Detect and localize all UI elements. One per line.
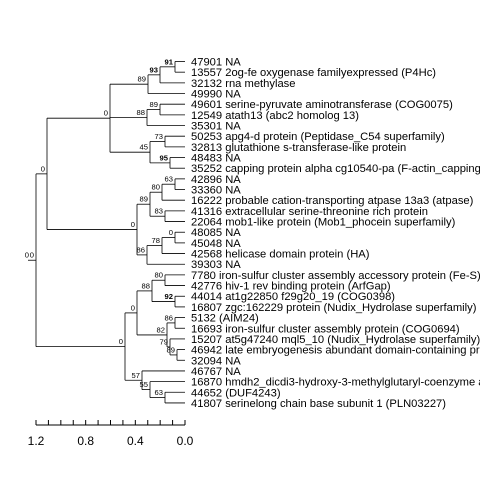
support-value: 55 [140,380,148,389]
leaf-label: 33360 NA [191,185,241,197]
leaf-label: 46942 late embryogenesis abundant domain… [191,345,480,357]
support-value: 91 [165,57,174,66]
leaf-label: 16222 probable cation-transporting atpas… [191,195,474,207]
leaf-label: 49601 serine-pyruvate aminotransferase (… [191,99,453,111]
leaf-label: 42896 NA [191,174,241,186]
leaf-label: 41807 serinelong chain base subunit 1 (P… [191,398,446,410]
leaf-label: 7780 iron-sulfur cluster assembly access… [191,270,480,282]
support-value: 89 [150,100,158,109]
leaf-label: 47901 NA [191,57,241,69]
leaf-label: 16807 zgc:162229 protein (Nudix_Hydrolas… [191,302,477,314]
axis-tick-label: 0.4 [127,434,144,448]
support-value: 0 [131,303,135,312]
leaf-label: 15207 at5g47240 mql5_10 (Nudix_Hydrolase… [191,334,480,346]
support-value: 83 [155,207,163,216]
support-value: 89 [140,195,148,204]
leaf-label: 48085 NA [191,227,241,239]
leaf-label: 32813 glutathione s-transferase-like pro… [191,142,406,154]
leaf-label: 32094 NA [191,355,241,367]
support-value: 0 [131,220,135,229]
leaf-label: 39303 NA [191,259,241,271]
support-value: 73 [155,132,163,141]
leaf-label: 45048 NA [191,238,241,250]
leaf-label: 49990 NA [191,89,241,101]
support-labels: 9193898988739545063808389078860080928886… [25,57,175,397]
leaf-label: 44014 at1g22850 f29g20_19 (COG0398) [191,291,395,303]
support-value: 95 [160,153,169,162]
axis-tick-label: 1.2 [28,434,45,448]
tree-branches [28,61,185,404]
support-value: 57 [132,371,140,380]
leaf-label: 35252 capping protein alpha cg10540-pa (… [191,163,480,175]
support-value: 80 [155,271,163,280]
leaf-label: 16693 iron-sulfur cluster assembly prote… [191,323,460,335]
support-value: 0 [30,251,34,260]
leaf-label: 44652 (DUF4243) [191,387,281,399]
support-value: 79 [160,337,168,346]
support-value: 88 [142,281,150,290]
leaf-label: 5132 (AIM24) [191,313,259,325]
leaf-label: 12549 atath13 (abc2 homolog 13) [191,110,359,122]
scale-axis: 1.2 0.8 0.4 0.0 [28,420,194,448]
support-value: 0 [41,164,45,173]
support-value: 86 [137,245,145,254]
root-support-value: 0 [25,251,29,260]
leaf-label: 46767 NA [191,366,241,378]
axis-tick-label: 0.0 [177,434,194,448]
support-value: 89 [167,345,175,354]
support-value: 89 [138,75,146,84]
axis-tick-label: 0.8 [77,434,94,448]
leaf-label: 35301 NA [191,121,241,133]
support-value: 63 [165,175,173,184]
support-value: 88 [137,108,145,117]
support-value: 82 [157,325,165,334]
leaf-label: 13557 2og-fe oxygenase familyexpressed (… [191,67,436,79]
support-value: 92 [165,292,173,301]
support-value: 80 [152,183,160,192]
support-value: 0 [169,228,173,237]
support-value: 0 [104,109,108,118]
leaf-label: 16870 hmdh2_dicdi3-hydroxy-3-methylgluta… [191,377,480,389]
support-value: 86 [165,313,173,322]
leaf-label: 48483 NA [191,153,241,165]
leaf-label: 22064 mob1-like protein (Mob1_phocein su… [191,217,456,229]
support-value: 93 [150,65,158,74]
leaf-label: 41316 extracellular serine-threonine ric… [191,206,428,218]
support-value: 78 [152,236,160,245]
support-value: 45 [140,143,148,152]
leaf-label: 42568 helicase domain protein (HA) [191,249,370,261]
leaf-label: 32132 rna methylase [191,78,295,90]
leaf-label: 42776 hiv-1 rev binding protein (ArfGap) [191,281,391,293]
leaf-label: 50253 apg4-d protein (Peptidase_C54 supe… [191,131,445,143]
support-value: 63 [155,388,163,397]
support-value: 0 [119,337,123,346]
